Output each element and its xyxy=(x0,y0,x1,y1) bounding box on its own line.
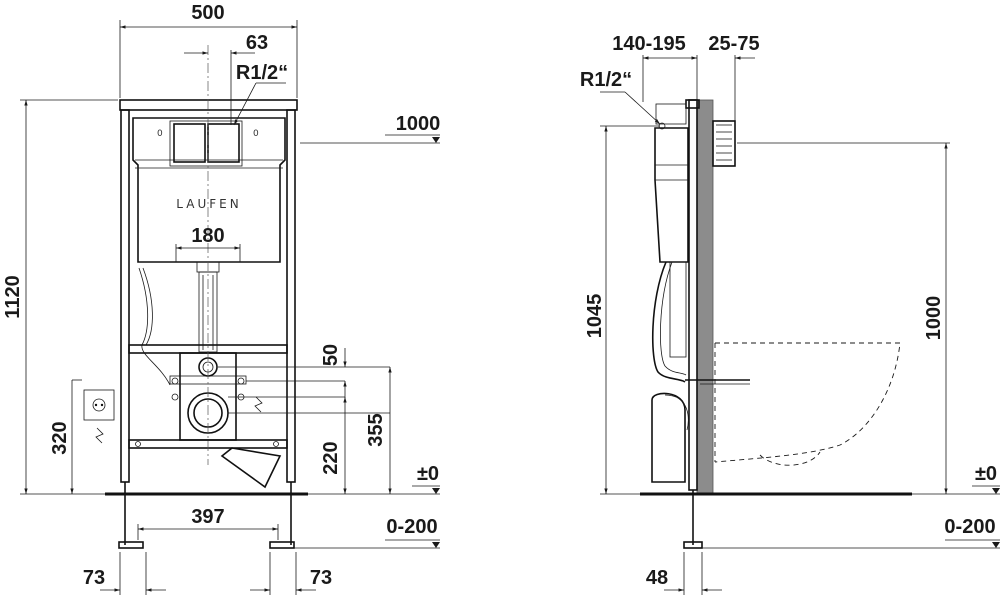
dim-height-1000: 1000 xyxy=(396,113,441,135)
top-rail xyxy=(119,99,298,111)
side-flush-pipe xyxy=(652,261,686,383)
dim-height-1045: 1045 xyxy=(584,294,606,339)
thread-label: R1/2“ xyxy=(236,62,288,84)
flush-plate-side xyxy=(712,120,736,167)
side-floor-zero: ±0 xyxy=(975,463,997,485)
dim-spacing-180: 180 xyxy=(191,225,224,247)
cistern xyxy=(132,117,286,263)
dim-50: 50 xyxy=(320,344,342,366)
dim-width-total: 500 xyxy=(191,2,224,24)
dim-foot-left: 73 xyxy=(83,567,105,589)
flush-plate-area xyxy=(169,120,243,167)
side-view: 140-195 25-75 R1/2“ 1045 1000 ±0 0-200 4… xyxy=(580,33,1000,595)
svg-text:0: 0 xyxy=(157,129,163,139)
wc-outline xyxy=(714,342,901,463)
dim-220: 220 xyxy=(320,441,342,474)
electric-icon xyxy=(95,427,104,444)
drain-elbow xyxy=(220,447,282,489)
side-upright xyxy=(688,99,698,491)
dim-depth-range: 140-195 xyxy=(612,33,685,55)
dim-side-height-1000: 1000 xyxy=(923,296,945,341)
side-cistern xyxy=(654,127,689,263)
socket-icon xyxy=(83,389,115,421)
dim-wall-range: 25-75 xyxy=(708,33,759,55)
brand-label: LAUFEN xyxy=(176,197,241,211)
right-foot xyxy=(269,541,295,549)
front-view: 0 0 LAUFEN xyxy=(2,2,440,595)
side-adj-range: 0-200 xyxy=(944,516,995,538)
right-upright xyxy=(286,109,296,483)
dim-floor-zero: ±0 xyxy=(417,463,439,485)
dim-adj-range: 0-200 xyxy=(386,516,437,538)
dim-397: 397 xyxy=(191,506,224,528)
wall xyxy=(696,99,714,495)
side-drain-bend xyxy=(651,392,686,483)
left-upright xyxy=(120,109,130,483)
svg-text:0: 0 xyxy=(253,129,259,139)
dim-overall-height: 1120 xyxy=(2,275,24,318)
dim-foot-right: 73 xyxy=(310,567,332,589)
dim-320: 320 xyxy=(49,421,71,454)
dim-48: 48 xyxy=(646,567,668,589)
dim-offset-63: 63 xyxy=(246,32,268,54)
dim-355: 355 xyxy=(365,413,387,446)
side-thread-label: R1/2“ xyxy=(580,69,632,91)
